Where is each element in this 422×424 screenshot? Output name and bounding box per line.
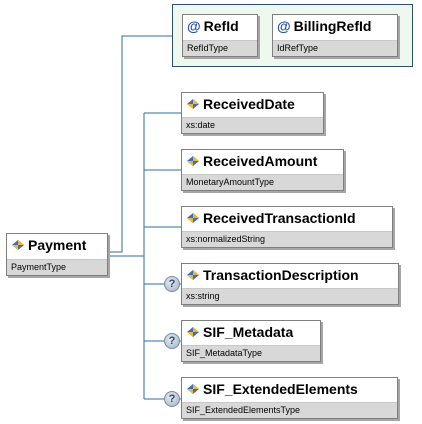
element-icon xyxy=(12,239,24,250)
element-sif-extendedelements-type: SIF_ExtendedElementsType xyxy=(182,402,397,418)
attribute-refid-type: RefIdType xyxy=(183,40,257,56)
root-element-title: Payment xyxy=(7,234,107,255)
element-receivedtransactionid-type: xs:normalizedString xyxy=(182,231,392,247)
root-element-type: PaymentType xyxy=(7,259,107,275)
element-sif-metadata-box[interactable]: SIF_Metadata SIF_MetadataType xyxy=(181,320,321,362)
element-receiveddate-title: ReceivedDate xyxy=(182,93,323,114)
attribute-group: @ RefId RefIdType @ BillingRefId IdRefTy… xyxy=(172,4,413,67)
element-receivedamount-title: ReceivedAmount xyxy=(182,150,343,171)
element-receivedtransactionid-box[interactable]: ReceivedTransactionId xs:normalizedStrin… xyxy=(181,206,393,248)
element-receiveddate-box[interactable]: ReceivedDate xs:date xyxy=(181,92,324,134)
element-receivedamount-name: ReceivedAmount xyxy=(203,152,318,169)
element-icon xyxy=(187,269,199,280)
root-element-name: Payment xyxy=(28,236,87,253)
element-receiveddate-type: xs:date xyxy=(182,117,323,133)
attribute-at-icon: @ xyxy=(277,17,291,34)
element-icon xyxy=(187,98,199,109)
optional-question-icon: ? xyxy=(164,276,180,292)
element-sif-metadata-title: SIF_Metadata xyxy=(182,321,320,342)
element-icon xyxy=(187,155,199,166)
element-transactiondescription-name: TransactionDescription xyxy=(203,266,359,283)
element-receivedtransactionid-title: ReceivedTransactionId xyxy=(182,207,392,228)
element-receiveddate-name: ReceivedDate xyxy=(203,95,295,112)
attribute-refid-name: RefId xyxy=(203,17,239,34)
element-icon xyxy=(187,212,199,223)
root-element-box[interactable]: Payment PaymentType xyxy=(6,233,108,276)
attribute-billingrefid-box[interactable]: @ BillingRefId IdRefType xyxy=(272,14,398,57)
element-sif-metadata-name: SIF_Metadata xyxy=(203,323,294,340)
element-icon xyxy=(187,326,199,337)
element-transactiondescription-title: TransactionDescription xyxy=(182,264,398,285)
attribute-billingrefid-title: @ BillingRefId xyxy=(273,15,397,36)
optional-question-icon: ? xyxy=(164,333,180,349)
element-sif-extendedelements-name: SIF_ExtendedElements xyxy=(203,380,358,397)
attribute-refid-title: @ RefId xyxy=(183,15,257,36)
element-sif-extendedelements-box[interactable]: SIF_ExtendedElements SIF_ExtendedElement… xyxy=(181,377,398,419)
attribute-at-icon: @ xyxy=(187,17,201,34)
element-transactiondescription-box[interactable]: TransactionDescription xs:string xyxy=(181,263,399,305)
element-icon xyxy=(187,383,199,394)
element-receivedamount-box[interactable]: ReceivedAmount MonetaryAmountType xyxy=(181,149,344,191)
element-receivedamount-type: MonetaryAmountType xyxy=(182,174,343,190)
attribute-billingrefid-name: BillingRefId xyxy=(293,17,372,34)
attribute-billingrefid-type: IdRefType xyxy=(273,40,397,56)
element-receivedtransactionid-name: ReceivedTransactionId xyxy=(203,209,356,226)
attribute-refid-box[interactable]: @ RefId RefIdType xyxy=(182,14,258,57)
element-sif-metadata-type: SIF_MetadataType xyxy=(182,345,320,361)
element-sif-extendedelements-title: SIF_ExtendedElements xyxy=(182,378,397,399)
element-transactiondescription-type: xs:string xyxy=(182,288,398,304)
optional-question-icon: ? xyxy=(164,391,180,407)
